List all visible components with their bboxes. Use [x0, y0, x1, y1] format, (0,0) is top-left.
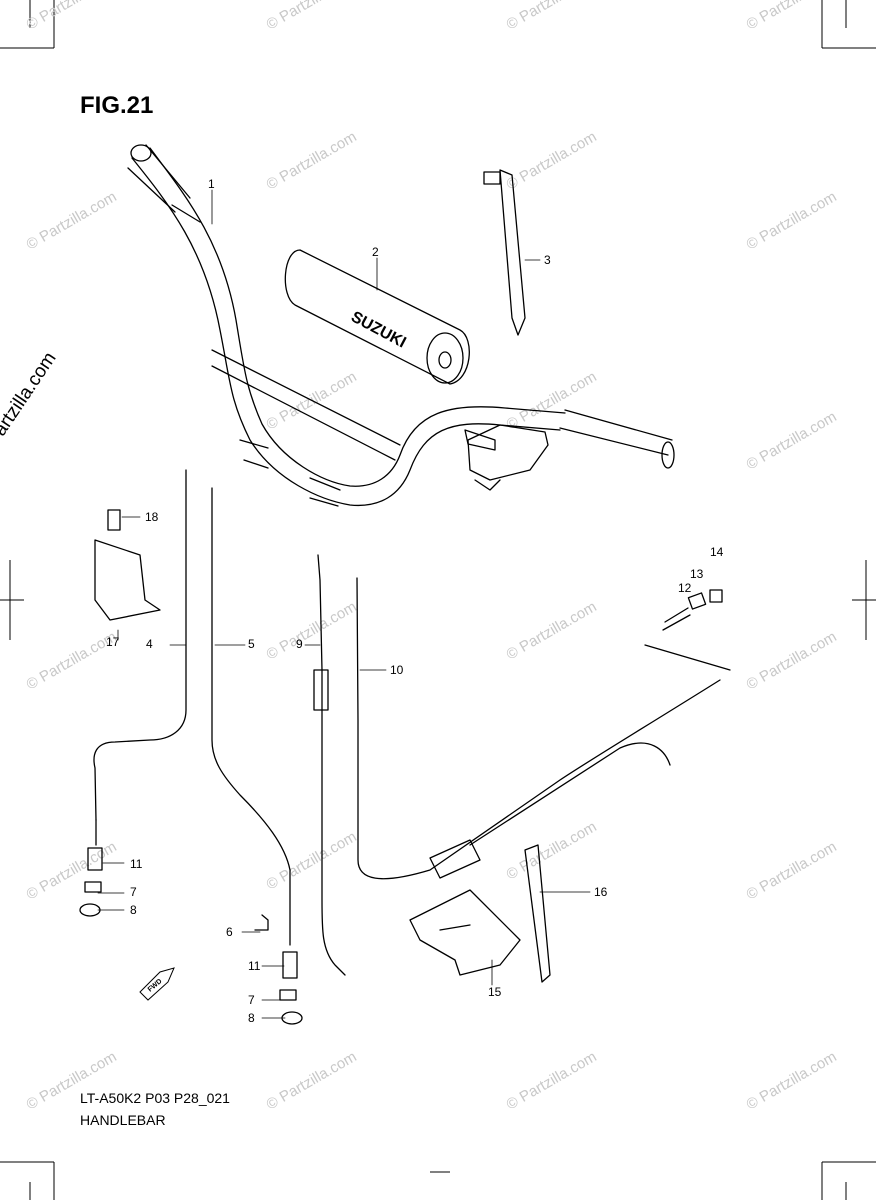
leader-lines [97, 189, 591, 1019]
callout-number: 11 [248, 959, 261, 973]
callout-number: 18 [145, 510, 159, 524]
section-name: HANDLEBAR [80, 1112, 166, 1128]
choke-cable [211, 487, 291, 946]
watermark-text: © Partzilla.com [24, 188, 120, 253]
callout-number: 4 [146, 637, 153, 651]
watermark-text: © Partzilla.com [264, 1048, 360, 1113]
watermark-text: © Partzilla.com [264, 128, 360, 193]
fwd-arrow-icon: FWD [139, 967, 175, 1001]
brake-cable-rear [356, 577, 721, 880]
callout-number: 9 [296, 637, 303, 651]
callout-number: 2 [372, 245, 379, 259]
callout-number: 7 [248, 993, 255, 1007]
callout-number: 8 [248, 1011, 255, 1025]
watermark-text: © Partzilla.com [744, 188, 840, 253]
watermark-text: © Partzilla.com [504, 598, 600, 663]
handlebar-pad [284, 249, 470, 385]
watermark-text: © Partzilla.com [504, 0, 600, 33]
callout-number: 17 [106, 635, 120, 649]
cable-tie [524, 844, 551, 983]
watermark-text: © Partzilla.com [24, 838, 120, 903]
callout-number: 6 [226, 925, 233, 939]
callout-number: 10 [390, 663, 404, 677]
callout-number: 12 [678, 581, 692, 595]
watermark-text: © Partzilla.com [744, 1048, 840, 1113]
callout-number: 3 [544, 253, 551, 267]
callout-number: 5 [248, 637, 255, 651]
figure-title: FIG.21 [80, 92, 154, 119]
adjuster-parts [644, 589, 731, 671]
watermark-text: © Partzilla.com [504, 128, 600, 193]
strap [483, 169, 526, 336]
cable-bracket [409, 889, 521, 976]
callout-number: 11 [130, 857, 143, 871]
watermark-text: © Partzilla.com [24, 0, 120, 33]
watermark-text: © Partzilla.com [744, 628, 840, 693]
fasteners [79, 847, 303, 1025]
brand-logo-text: SUZUKI [348, 309, 409, 352]
mount-bracket [94, 509, 161, 621]
watermark-text: © Partzilla.com [264, 828, 360, 893]
callout-number: 8 [130, 903, 137, 917]
handlebar [127, 144, 675, 507]
watermark-text: © Partzilla.com [504, 818, 600, 883]
callout-number: 7 [130, 885, 137, 899]
watermark-text: © Partzilla.com [744, 838, 840, 903]
brake-cable-front [313, 554, 346, 976]
throttle-cable [93, 469, 187, 846]
callout-number: 1 [208, 177, 215, 191]
callout-number: 13 [690, 567, 704, 581]
callout-number: 16 [594, 885, 608, 899]
callout-number: 15 [488, 985, 502, 999]
watermark-text: © Partzilla.com [504, 368, 600, 433]
callout-number: 14 [710, 545, 724, 559]
watermark-text: © Partzilla.com [744, 408, 840, 473]
watermark-text: © Partzilla.com [264, 598, 360, 663]
watermark-text: © Partzilla.com [504, 1048, 600, 1113]
watermark-text: © Partzilla.com [264, 0, 360, 33]
model-code: LT-A50K2 P03 P28_021 [80, 1090, 230, 1106]
watermark-text: © Partzilla.com [744, 0, 840, 33]
